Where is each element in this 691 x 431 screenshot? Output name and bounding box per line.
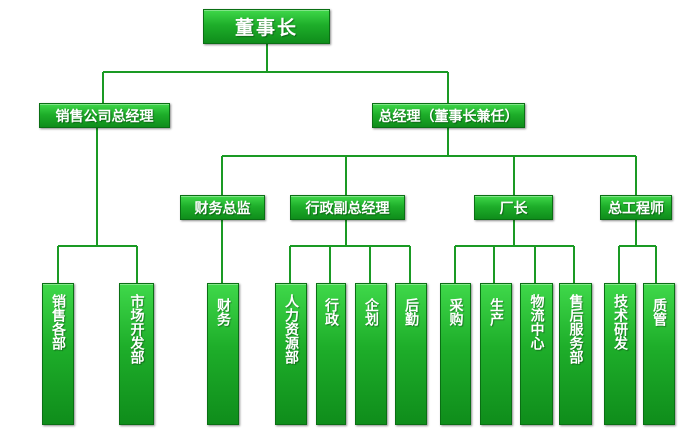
- dept-production: 生产: [480, 283, 512, 425]
- dept-logistics: 后勤: [395, 283, 427, 425]
- chairman-box: 董事长: [203, 9, 330, 44]
- dept-hr: 人力资源部: [275, 283, 307, 425]
- dept-tech-rd: 技术研发: [604, 283, 636, 425]
- factory-director-box: 厂长: [474, 195, 553, 220]
- admin-vp-box: 行政副总经理: [290, 195, 405, 220]
- cfo-box: 财务总监: [180, 195, 265, 220]
- dept-purchase: 采购: [440, 283, 471, 425]
- chief-engineer-box: 总工程师: [600, 195, 672, 220]
- general-manager-box: 总经理（董事长兼任）: [372, 103, 525, 128]
- dept-quality: 质管: [643, 283, 675, 425]
- sales-company-gm-box: 销售公司总经理: [39, 103, 170, 128]
- dept-sales: 销售各部: [42, 283, 74, 425]
- dept-after-sales: 售后服务部: [559, 283, 592, 425]
- dept-planning: 企划: [355, 283, 387, 425]
- dept-market: 市场开发部: [119, 283, 154, 425]
- dept-finance: 财务: [207, 283, 239, 425]
- dept-logistics-center: 物流中心: [520, 283, 553, 425]
- dept-admin: 行政: [316, 283, 346, 425]
